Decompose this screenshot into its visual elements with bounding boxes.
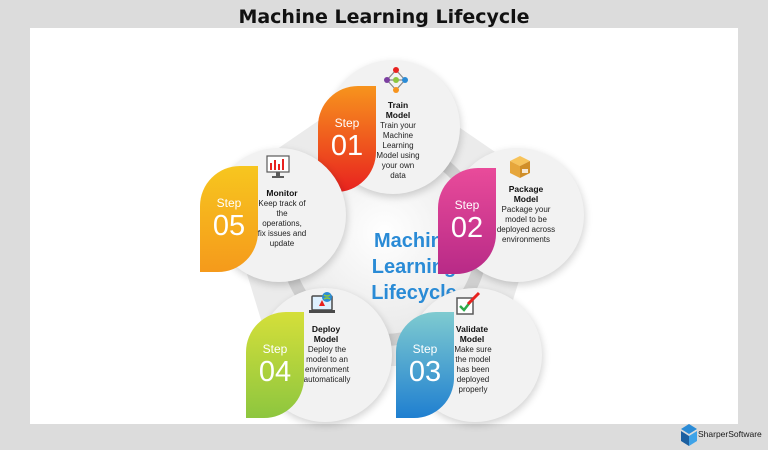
- step-title: Validate: [455, 324, 489, 334]
- center-title-line-3: Lifecycle: [371, 282, 457, 304]
- step-desc-line: Learning: [382, 141, 414, 150]
- step-desc-line: the: [276, 209, 288, 218]
- step-petal-05: Step 05: [200, 166, 258, 272]
- step-label: Step: [412, 342, 438, 356]
- step-desc-line: model to be: [505, 215, 547, 224]
- step-petal-03: Step 03: [396, 312, 454, 418]
- step-label: Step: [334, 116, 360, 130]
- step-label: Step: [454, 198, 480, 212]
- checkbox-pencil-icon: [454, 290, 482, 318]
- center-title-line-2: Learning: [371, 256, 457, 278]
- step-petal-02: Step 02: [438, 168, 496, 274]
- center-title: Machine Learning Lifecycle: [349, 228, 479, 306]
- brand-logo: SharperSoftware: [681, 424, 767, 446]
- step-desc-line: environment: [304, 365, 350, 374]
- step-desc-line: Keep track of: [258, 199, 306, 208]
- step-desc-line: properly: [458, 385, 488, 394]
- step-desc-line: automatically: [303, 375, 351, 384]
- step-number: 01: [330, 130, 364, 162]
- step-desc-line: deployed: [456, 375, 490, 384]
- step-title: Model: [313, 334, 339, 344]
- laptop-globe-icon: [308, 290, 336, 318]
- step-desc-line: the model: [455, 355, 491, 364]
- step-desc-line: Make sure: [454, 345, 492, 354]
- step-desc-line: data: [390, 171, 406, 180]
- step-number: 02: [450, 212, 484, 244]
- step-desc-line: Machine: [382, 131, 414, 140]
- step-desc-line: model to an: [306, 355, 348, 364]
- step-number: 03: [408, 356, 442, 388]
- brand-logo-icon: [681, 424, 697, 446]
- step-desc-line: fix issues and: [257, 229, 307, 238]
- step-title: Model: [385, 110, 411, 120]
- step-number: 05: [212, 210, 246, 242]
- step-desc-line: has been: [456, 365, 490, 374]
- step-title: Model: [459, 334, 485, 344]
- center-title-line-1: Machine: [373, 230, 455, 252]
- step-desc-line: deployed across: [496, 225, 556, 234]
- step-desc-line: environments: [501, 235, 551, 244]
- step-title: Monitor: [266, 188, 298, 198]
- step-desc-line: update: [269, 239, 295, 248]
- monitor-chart-icon: [264, 152, 292, 180]
- step-title: Deploy: [311, 324, 341, 334]
- step-desc-line: Model using: [376, 151, 420, 160]
- page-title: Machine Learning Lifecycle: [238, 6, 530, 28]
- step-label: Step: [262, 342, 288, 356]
- step-desc-line: Package your: [501, 205, 551, 214]
- diagram-panel: Machine Learning Lifecycle Step 01: [30, 28, 738, 424]
- step-petal-04: Step 04: [246, 312, 304, 418]
- step-desc-line: operations,: [262, 219, 302, 228]
- step-number: 04: [258, 356, 292, 388]
- step-desc-line: your own: [381, 161, 415, 170]
- step-title: Train: [387, 100, 409, 110]
- step-desc-line: Train your: [380, 121, 416, 130]
- step-label: Step: [216, 196, 242, 210]
- brand-name: SharperSoftware: [698, 429, 762, 439]
- step-title: Package: [508, 184, 544, 194]
- network-icon: [382, 66, 410, 94]
- step-desc-line: Deploy the: [307, 345, 347, 354]
- step-title: Model: [513, 194, 539, 204]
- package-box-icon: [506, 152, 534, 180]
